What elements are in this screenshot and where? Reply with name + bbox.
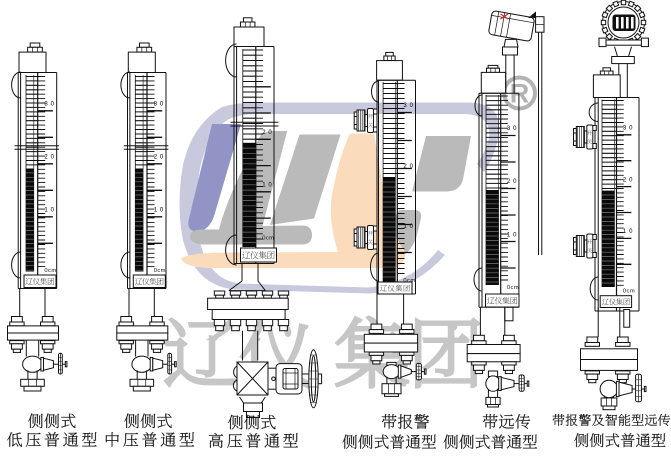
svg-text:1 0: 1 0 (623, 229, 633, 235)
svg-text:0cm: 0cm (44, 268, 56, 274)
svg-text:1 0: 1 0 (154, 208, 164, 214)
svg-text:R: R (510, 79, 530, 109)
svg-text:0cm: 0cm (154, 268, 166, 274)
svg-text:0cm: 0cm (262, 236, 274, 242)
svg-text:0cm: 0cm (623, 289, 635, 295)
svg-text:2 0: 2 0 (154, 155, 164, 161)
svg-text:2 0: 2 0 (623, 177, 633, 183)
svg-text:2 0: 2 0 (262, 130, 272, 136)
svg-text:8 0: 8 0 (44, 102, 54, 108)
svg-text:1 0: 1 0 (403, 224, 413, 230)
svg-text:0cm: 0cm (403, 278, 415, 284)
svg-text:1 0: 1 0 (507, 233, 517, 239)
svg-text:1 0: 1 0 (44, 208, 54, 214)
svg-text:2 0: 2 0 (403, 164, 413, 170)
svg-text:0cm: 0cm (507, 285, 519, 291)
svg-text:8 0: 8 0 (154, 102, 164, 108)
svg-text:3 0: 3 0 (507, 126, 517, 132)
svg-text:2 0: 2 0 (507, 179, 517, 185)
svg-text:3 0: 3 0 (403, 103, 413, 109)
svg-text:3 0: 3 0 (623, 126, 633, 132)
svg-text:1 0: 1 0 (262, 183, 272, 189)
svg-text:2 0: 2 0 (44, 155, 54, 161)
